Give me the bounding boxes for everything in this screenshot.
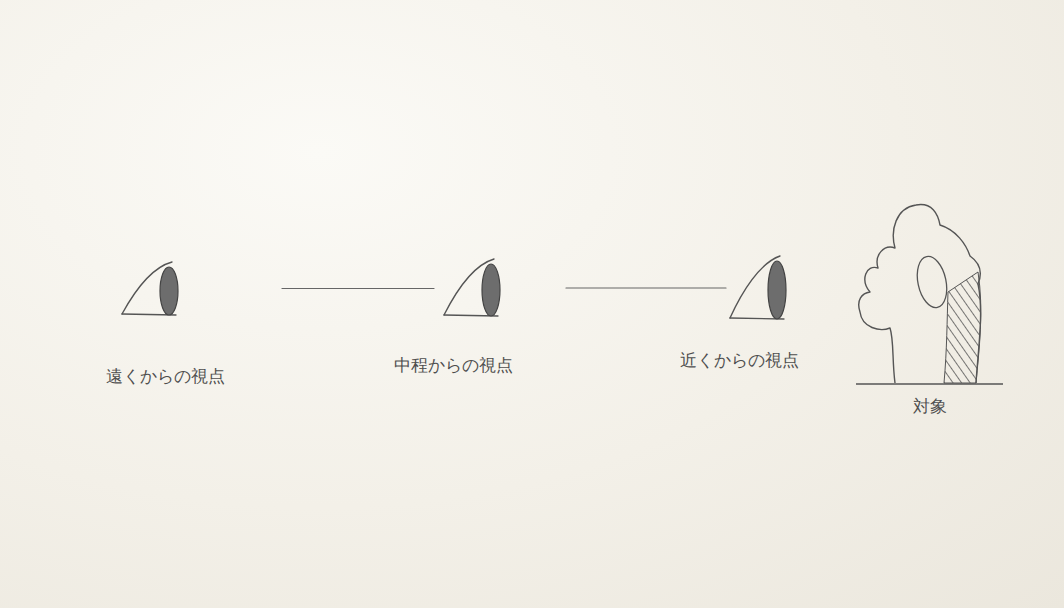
target-object: 対象 — [850, 200, 1010, 435]
viewpoint-label: 中程からの視点 — [368, 355, 538, 375]
object-outline — [859, 205, 981, 383]
viewpoint-eye: 近くからの視点 — [726, 252, 792, 324]
viewpoint-label: 対象 — [845, 396, 1015, 416]
eye-figure — [118, 258, 184, 320]
shadow-hatching — [944, 272, 981, 383]
eye-iris — [768, 261, 786, 319]
eye-iris — [482, 264, 500, 316]
ground-line — [856, 383, 1003, 384]
viewpoint-eye: 中程からの視点 — [440, 255, 506, 321]
object-hole — [913, 254, 951, 311]
eye-figure — [726, 252, 792, 324]
eye-figure — [440, 255, 506, 321]
eye-iris — [160, 267, 178, 315]
sight-line — [566, 287, 726, 288]
viewpoint-label: 近くからの視点 — [654, 350, 824, 370]
viewpoint-label: 遠くからの視点 — [80, 366, 250, 386]
sight-line — [282, 288, 434, 289]
viewpoint-eye: 遠くからの視点 — [118, 258, 184, 320]
